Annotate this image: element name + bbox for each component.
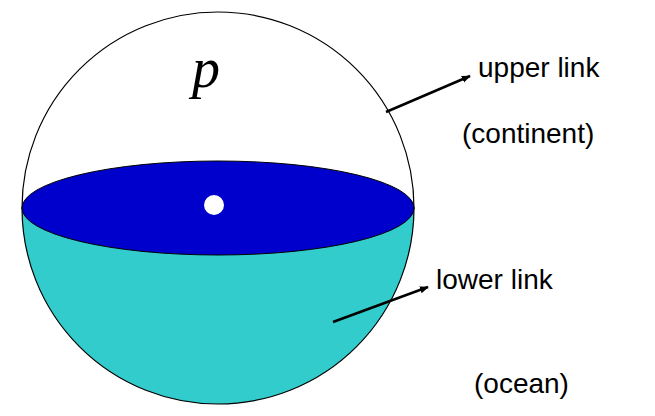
part-note: (continent) bbox=[462, 120, 594, 148]
leader-arrow bbox=[386, 76, 470, 112]
center-dot bbox=[204, 195, 224, 215]
part-label: upper link bbox=[478, 54, 599, 82]
part-note: (ocean) bbox=[474, 370, 569, 398]
part-label: lower link bbox=[436, 266, 553, 294]
leader-arrow bbox=[333, 287, 428, 322]
point-label: p bbox=[192, 40, 220, 96]
equator-disk bbox=[22, 161, 414, 255]
